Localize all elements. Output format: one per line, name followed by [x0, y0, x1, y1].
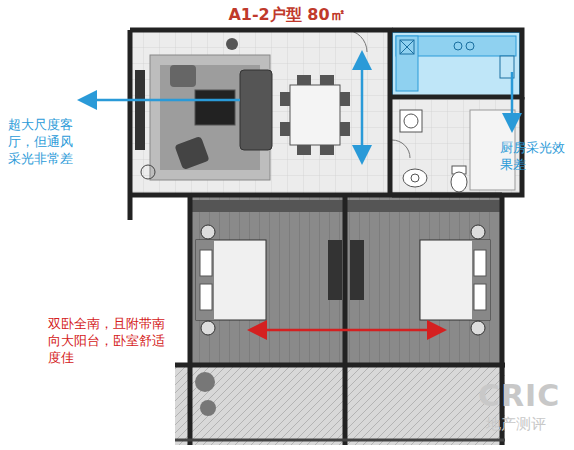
watermark: 地产测评	[486, 414, 546, 434]
callout-note: 双卧全南，且附带南向大阳台，卧室舒适度佳	[48, 316, 170, 367]
plan-title: A1-2户型 80㎡	[0, 4, 574, 26]
callout-note: 厨房采光效果差	[500, 140, 570, 174]
watermark: CRIC	[478, 376, 560, 417]
callout-note: 超大尺度客厅，但通风采光非常差	[8, 117, 80, 168]
